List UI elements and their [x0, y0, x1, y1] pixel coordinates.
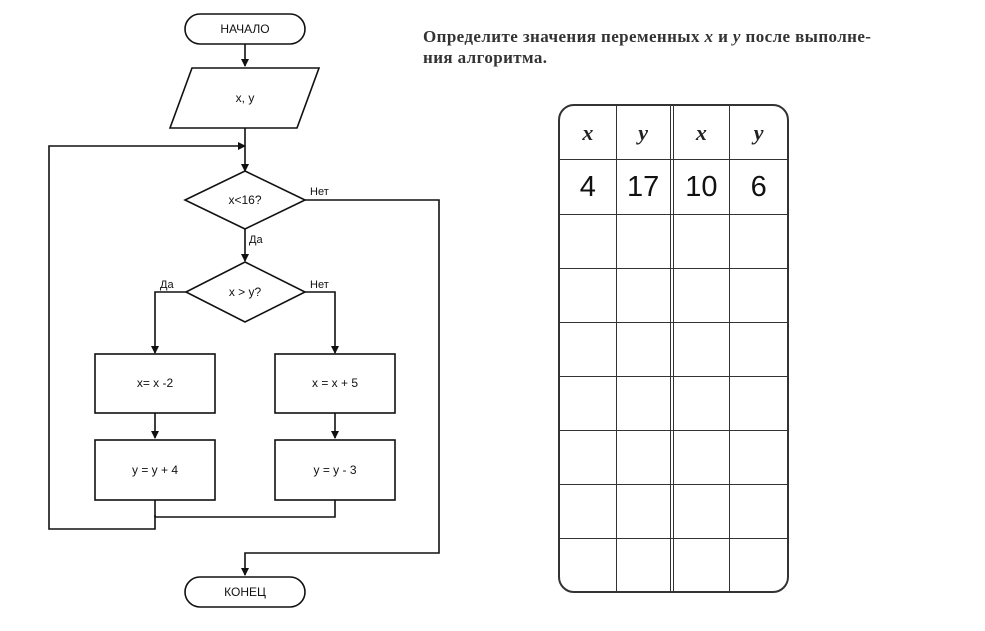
table-cell[interactable] — [730, 485, 787, 538]
empty-rows — [560, 215, 787, 591]
table-cell[interactable] — [560, 431, 617, 484]
condition1-yes-label: Да — [249, 234, 263, 246]
header-cell: x — [560, 106, 617, 159]
task-text-part2: и — [713, 27, 733, 46]
table-cell[interactable] — [674, 269, 731, 322]
task-text-part1: Определите значения переменных — [423, 27, 705, 46]
table-cell[interactable] — [560, 485, 617, 538]
yes-step2-box — [94, 439, 216, 501]
loop-back-line — [48, 142, 246, 530]
table-cell: 4 — [560, 160, 617, 214]
table-cell[interactable] — [617, 323, 674, 376]
yes-step2-text: y = y + 4 — [132, 463, 178, 477]
table-row: 4 17 10 6 — [560, 160, 787, 215]
table-cell[interactable] — [617, 539, 674, 591]
table-cell[interactable] — [674, 377, 731, 430]
table-cell[interactable] — [674, 539, 731, 591]
table-cell: 10 — [674, 160, 731, 214]
table-cell[interactable] — [560, 539, 617, 591]
table-row — [560, 269, 787, 323]
table-header-row: x y x y — [560, 106, 787, 160]
table-cell[interactable] — [730, 431, 787, 484]
table-cell[interactable] — [617, 485, 674, 538]
yes-step1-text: x= x -2 — [137, 376, 174, 390]
condition2-no-label: Нет — [310, 279, 329, 291]
condition2-text: x > y? — [229, 285, 262, 299]
task-statement: Определите значения переменных x и y пос… — [423, 26, 948, 68]
task-var-x: x — [704, 27, 714, 46]
table-cell[interactable] — [674, 485, 731, 538]
table-cell[interactable] — [730, 323, 787, 376]
table-cell[interactable] — [617, 377, 674, 430]
input-parallelogram — [168, 67, 321, 129]
table-cell[interactable] — [560, 323, 617, 376]
table-cell[interactable] — [730, 215, 787, 268]
table-row — [560, 485, 787, 539]
task-text-part3: после выполне- — [740, 27, 872, 46]
condition1-diamond — [183, 170, 307, 230]
table-cell: 17 — [617, 160, 674, 214]
table-cell[interactable] — [560, 215, 617, 268]
arrow-condition1-no — [241, 199, 440, 576]
merge-line — [154, 500, 336, 518]
end-text: КОНЕЦ — [224, 585, 266, 599]
start-terminal — [184, 13, 306, 45]
yes-step1-box — [94, 353, 216, 414]
header-cell: y — [617, 106, 674, 159]
no-step2-text: y = y - 3 — [313, 463, 356, 477]
flowchart: НАЧАЛО x, y x<16? Нет Да x > y? Да Нет x… — [48, 13, 440, 608]
table-cell[interactable] — [674, 431, 731, 484]
table-row — [560, 323, 787, 377]
table-cell[interactable] — [674, 215, 731, 268]
table-cell[interactable] — [730, 269, 787, 322]
condition2-diamond — [184, 261, 307, 323]
table-row — [560, 539, 787, 591]
condition1-text: x<16? — [228, 193, 261, 207]
table-row — [560, 431, 787, 485]
table-cell: 6 — [750, 170, 767, 203]
answer-table: x y x y 4 17 10 6 — [558, 104, 789, 593]
condition2-yes-label: Да — [160, 279, 174, 291]
table-cell[interactable] — [674, 323, 731, 376]
start-text: НАЧАЛО — [220, 22, 269, 36]
table-cell[interactable] — [560, 377, 617, 430]
no-step2-box — [274, 439, 396, 501]
condition1-no-label: Нет — [310, 186, 329, 198]
no-step1-text: x = x + 5 — [312, 376, 358, 390]
end-terminal — [184, 576, 306, 608]
header-cell: y — [753, 119, 764, 145]
header-cell: x — [674, 106, 731, 159]
table-cell[interactable] — [617, 269, 674, 322]
table-cell[interactable] — [730, 377, 787, 430]
table-cell[interactable] — [560, 269, 617, 322]
task-var-y: y — [732, 27, 741, 46]
arrow-condition2-no — [305, 291, 339, 354]
table-row — [560, 215, 787, 269]
table-cell[interactable] — [730, 539, 787, 591]
input-text: x, y — [236, 91, 255, 105]
table-cell[interactable] — [617, 431, 674, 484]
table-row — [560, 377, 787, 431]
arrow-condition2-yes — [151, 291, 186, 354]
table-cell[interactable] — [617, 215, 674, 268]
task-text-line2: ния алгоритма. — [423, 48, 548, 67]
no-step1-box — [274, 353, 396, 414]
